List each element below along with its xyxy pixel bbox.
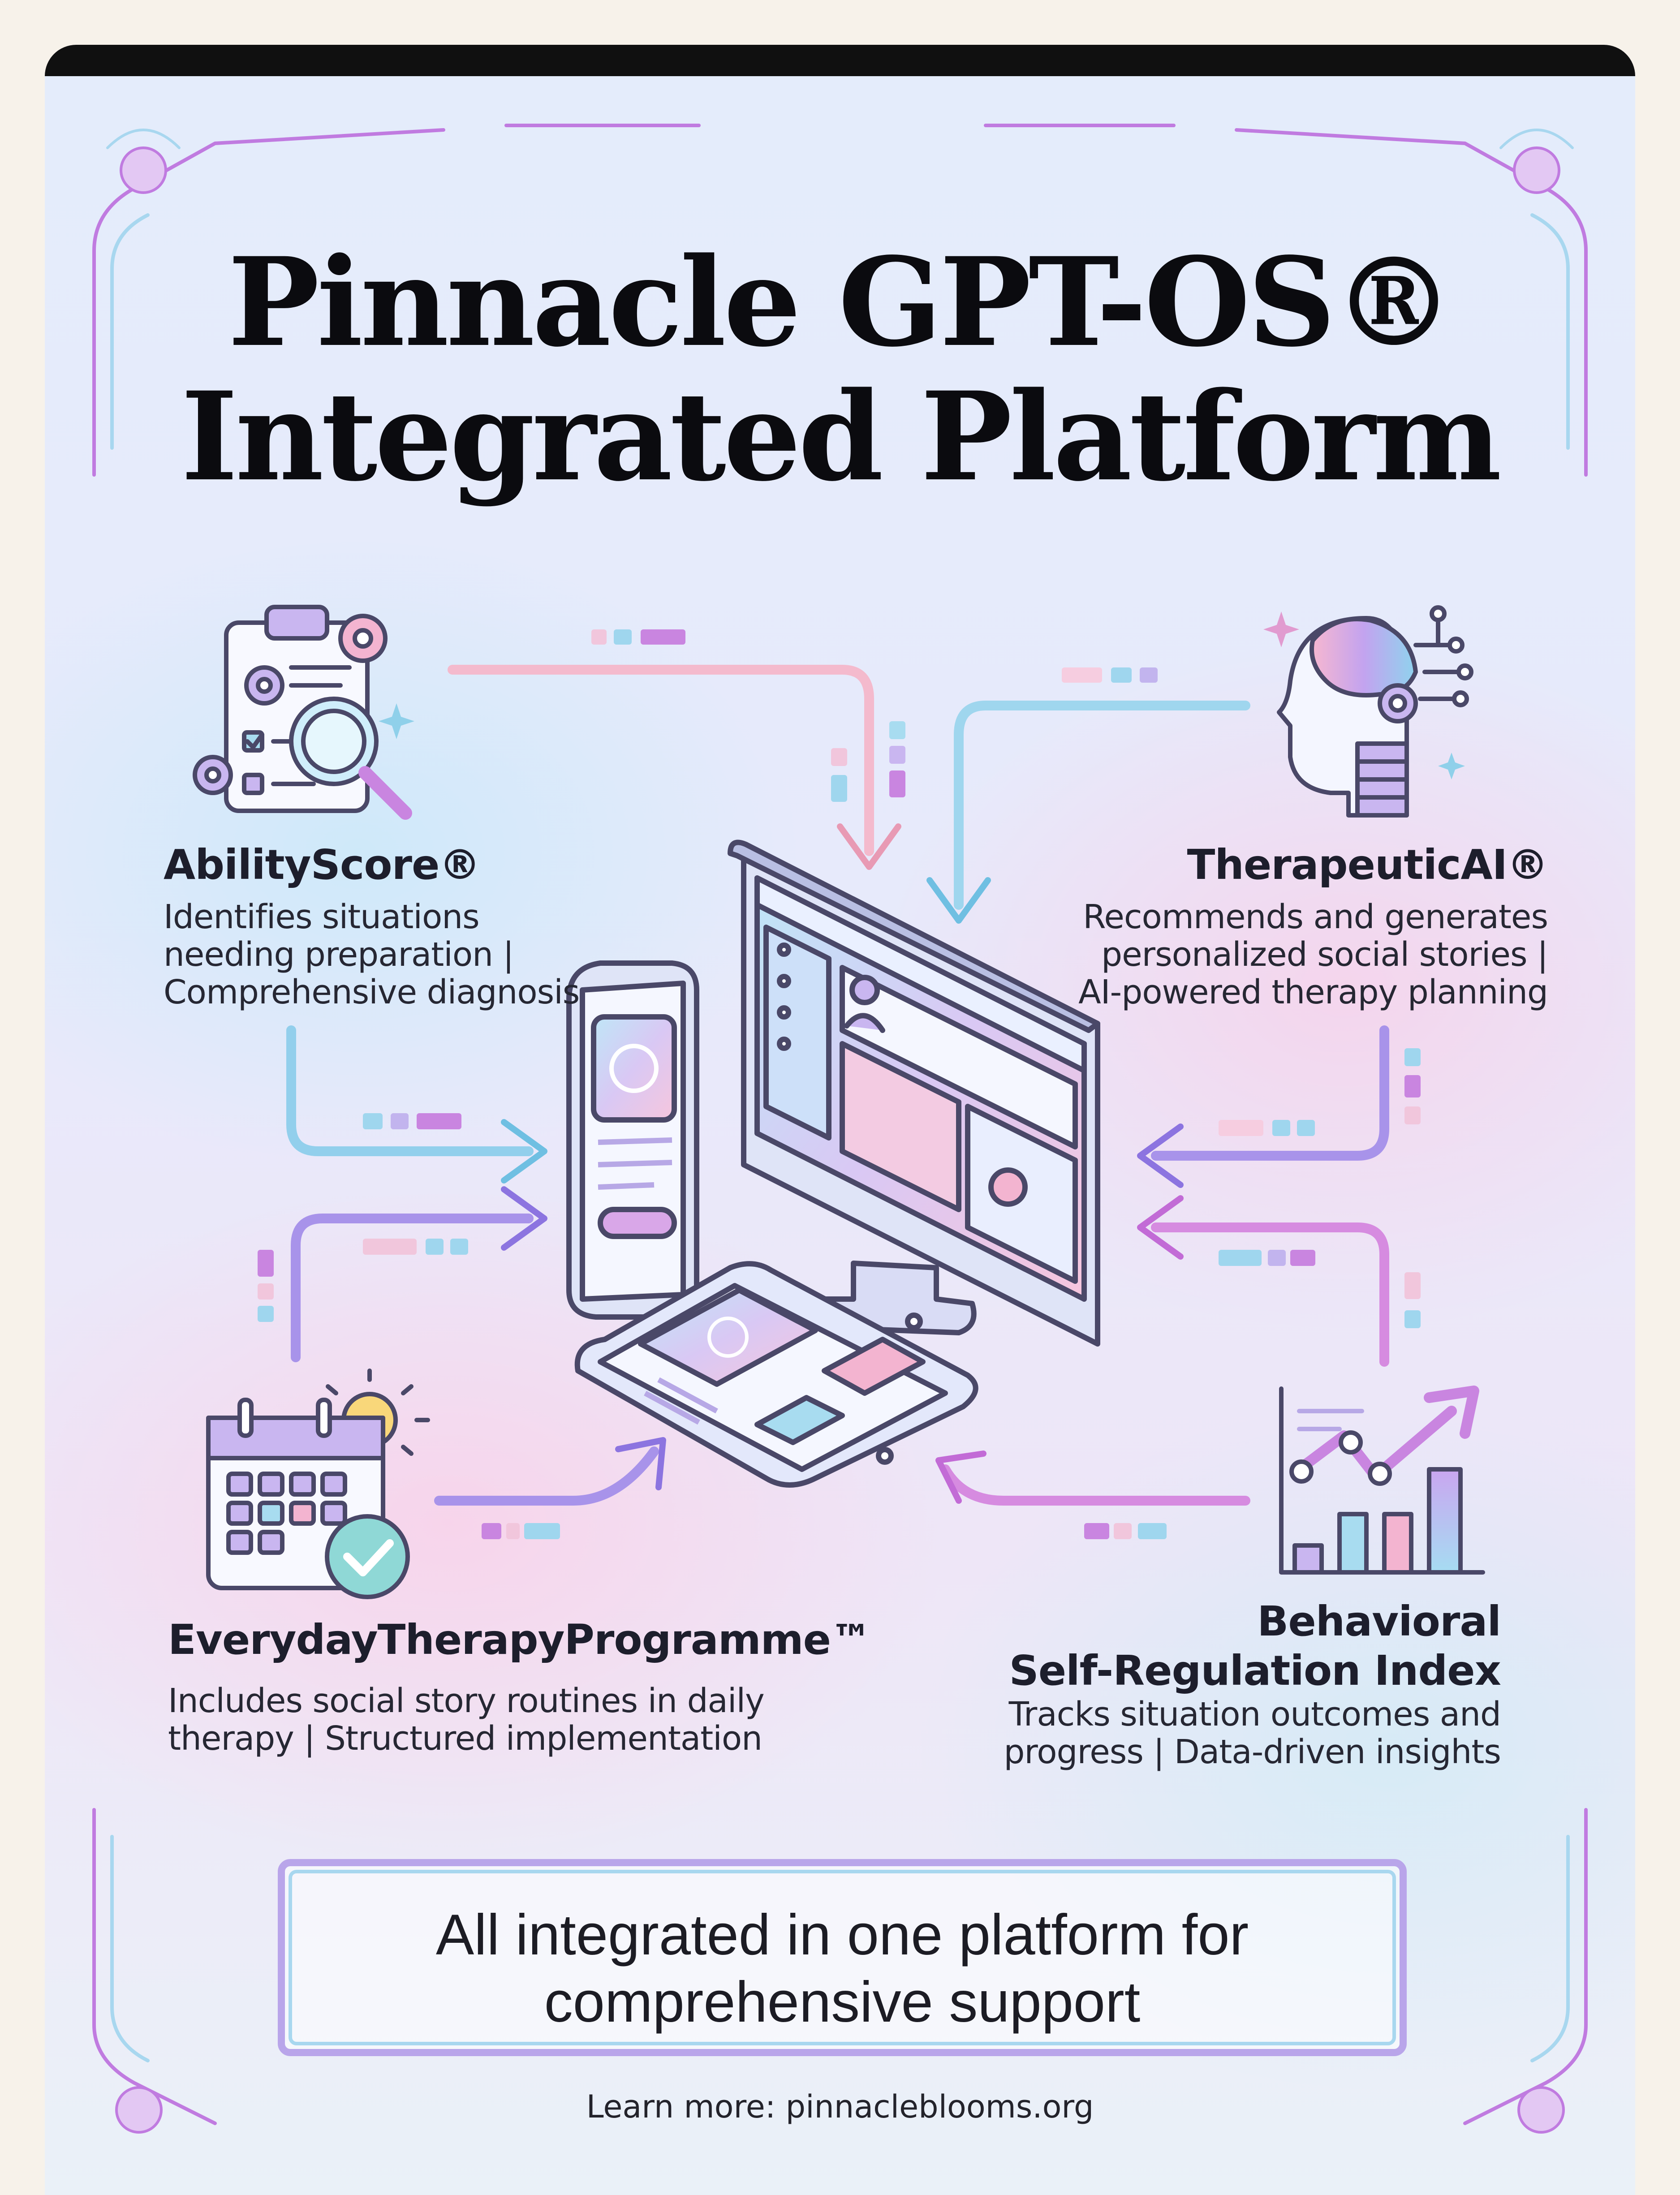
title-line-1: Pinnacle GPT-OS®	[228, 231, 1455, 374]
device-monitor	[728, 839, 1100, 1347]
abilityscore-description: Identifies situations needing preparatio…	[164, 898, 580, 1011]
top-bar	[45, 45, 1635, 76]
data-chips	[258, 629, 1421, 1539]
behavioral-title-line: Behavioral	[1257, 1597, 1501, 1645]
arrow-abilityscore-to-phone	[286, 1025, 547, 1184]
abilityscore-desc-line: needing preparation |	[164, 935, 514, 974]
calendar-icon	[206, 1369, 430, 1599]
arrow-therapeuticai-to-monitor-side	[1137, 1025, 1389, 1188]
growth-chart-icon	[1279, 1386, 1485, 1575]
learn-more-link[interactable]: Learn more: pinnacleblooms.org	[586, 2088, 1094, 2125]
therapeuticai-title: TherapeuticAI®	[1187, 841, 1548, 889]
clipboard-magnifier-icon	[193, 605, 412, 820]
arrow-everyday-to-phone	[291, 1186, 547, 1362]
therapeuticai-description: Recommends and generates personalized so…	[1078, 898, 1548, 1011]
summary-banner: All integrated in one platform for compr…	[278, 1859, 1407, 2056]
arrow-behavioral-to-tablet	[935, 1450, 1250, 1506]
therapeuticai-desc-line: personalized social stories |	[1101, 935, 1548, 974]
behavioral-title-line: Self-Regulation Index	[1009, 1647, 1501, 1695]
arrow-therapeuticai-to-monitor	[926, 701, 1250, 924]
arrow-everyday-to-tablet	[434, 1437, 666, 1506]
abilityscore-desc-line: Identifies situations	[164, 898, 480, 936]
abilityscore-desc-line: Comprehensive diagnosis	[164, 973, 580, 1011]
behavioral-desc-line: Tracks situation outcomes and	[1008, 1695, 1501, 1734]
behavioral-index-description: Tracks situation outcomes and progress |…	[1004, 1696, 1501, 1771]
sparkle-icon	[379, 703, 414, 739]
decorative-frame	[92, 124, 1588, 2134]
everydaytherapy-description: Includes social story routines in daily …	[168, 1682, 765, 1758]
therapeuticai-desc-line: Recommends and generates	[1083, 898, 1548, 936]
device-phone	[566, 960, 699, 1320]
everydaytherapy-desc-line: therapy | Structured implementation	[168, 1719, 762, 1758]
arrow-behavioral-to-monitor	[1137, 1195, 1389, 1367]
flow-arrows	[286, 665, 1389, 1506]
sparkle-icon	[1263, 611, 1299, 647]
summary-line: All integrated in one platform for	[435, 1903, 1249, 1967]
ai-head-icon	[1277, 605, 1473, 818]
everydaytherapy-desc-line: Includes social story routines in daily	[168, 1682, 765, 1720]
everydaytherapy-title: EverydayTherapyProgramme™	[168, 1616, 872, 1664]
behavioral-desc-line: progress | Data-driven insights	[1004, 1733, 1501, 1771]
summary-line: comprehensive support	[544, 1970, 1141, 2034]
device-tablet	[574, 1261, 978, 1488]
therapeuticai-desc-line: AI-powered therapy planning	[1078, 973, 1548, 1011]
behavioral-index-title: Behavioral Self-Regulation Index	[1009, 1597, 1501, 1696]
arrow-abilityscore-to-monitor	[448, 665, 901, 870]
title-line-2: Integrated Platform	[181, 366, 1502, 508]
sparkle-icon	[1438, 753, 1465, 779]
abilityscore-title: AbilityScore®	[164, 841, 480, 889]
